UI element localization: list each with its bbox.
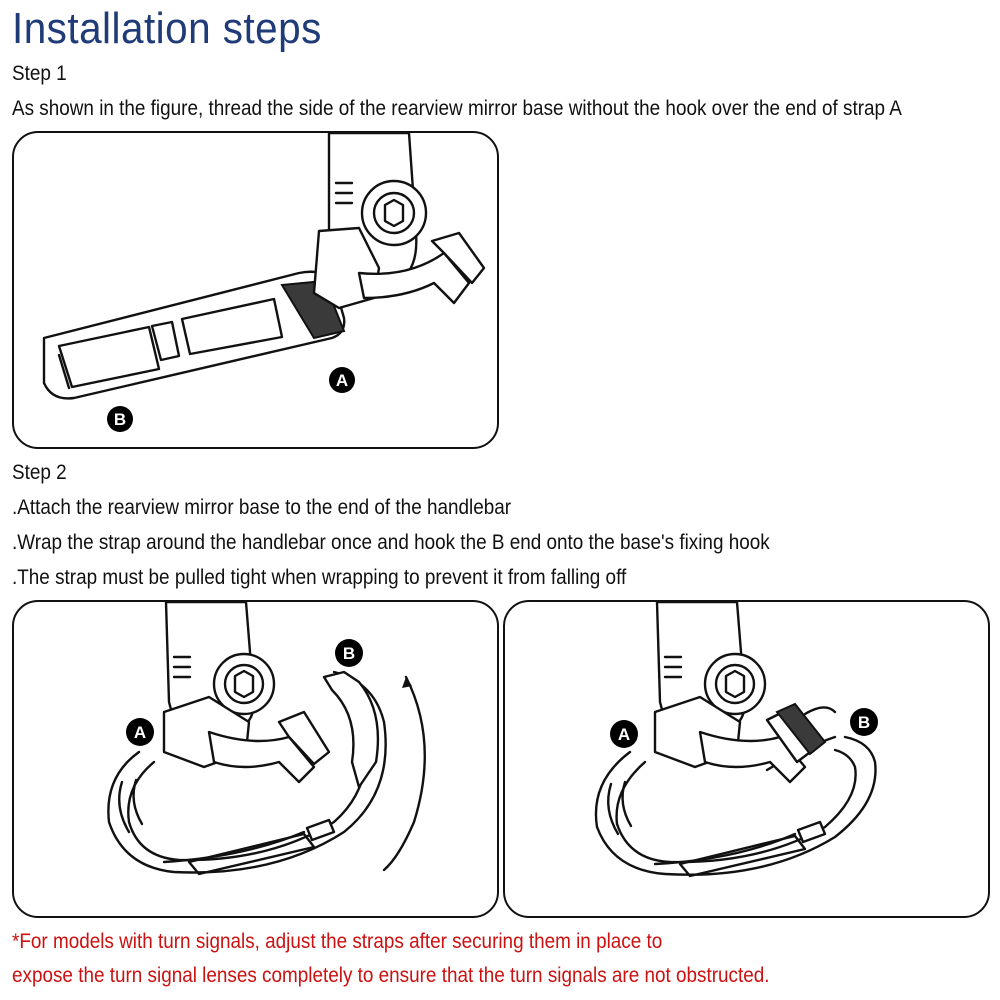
- label-a-badge: A: [126, 718, 154, 746]
- label-a-badge: A: [329, 367, 355, 393]
- step1-heading: Step 1: [12, 62, 67, 85]
- step2-illustration-right: A B: [503, 600, 990, 918]
- label-b-badge: B: [107, 406, 133, 432]
- step1-instruction: As shown in the figure, thread the side …: [12, 97, 902, 120]
- step2-instruction-1: .Attach the rearview mirror base to the …: [12, 496, 512, 519]
- turn-signal-note-line-1: *For models with turn signals, adjust th…: [12, 930, 663, 953]
- mirror-base: [312, 133, 486, 310]
- strap: [107, 670, 426, 876]
- label-b-badge: B: [850, 708, 878, 736]
- step2-instruction-3: .The strap must be pulled tight when wra…: [12, 566, 627, 589]
- label-b: B: [858, 713, 870, 732]
- turn-signal-note-line-2: expose the turn signal lenses completely…: [12, 964, 770, 987]
- step2-heading: Step 2: [12, 461, 67, 484]
- strap: [42, 270, 346, 400]
- label-a: A: [336, 371, 348, 390]
- step1-illustration: A B: [12, 131, 499, 449]
- step2-instruction-2: .Wrap the strap around the handlebar onc…: [12, 531, 770, 554]
- label-b: B: [114, 410, 126, 429]
- page-title: Installation steps: [12, 4, 322, 53]
- mirror-base: [162, 602, 331, 784]
- step2-illustration-left: A B: [12, 600, 499, 918]
- label-b-badge: B: [335, 639, 363, 667]
- label-a-badge: A: [610, 720, 638, 748]
- label-b: B: [343, 644, 355, 663]
- mirror-base: [653, 602, 827, 784]
- label-a: A: [134, 723, 146, 742]
- label-a: A: [618, 725, 630, 744]
